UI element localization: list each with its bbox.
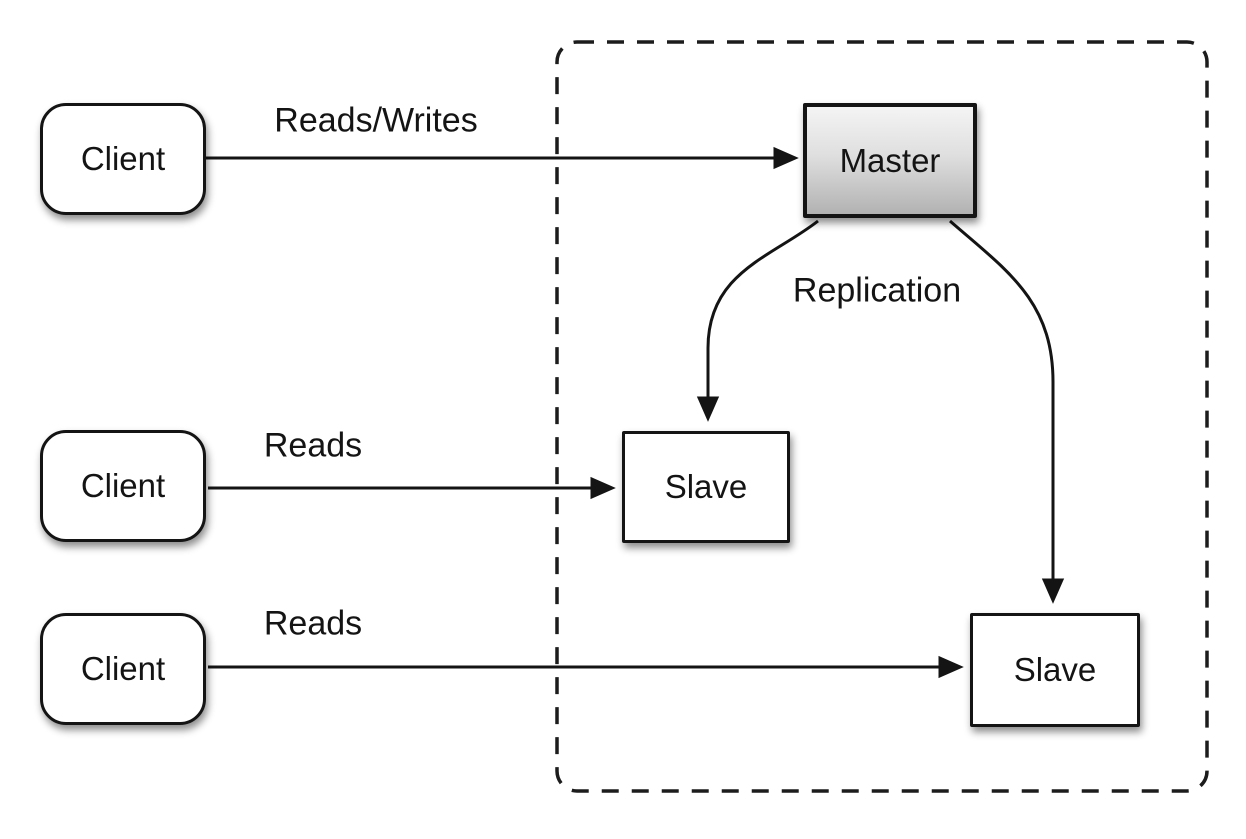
master-node: Master <box>803 103 977 218</box>
replication-edge-label: Replication <box>792 271 962 310</box>
master-node-label: Master <box>839 141 941 179</box>
slave-node-right: Slave <box>970 613 1140 727</box>
reads-writes-edge-label: Reads/Writes <box>274 101 478 140</box>
replication-arrow-left <box>696 219 819 422</box>
slave-node-right-label: Slave <box>1013 651 1097 688</box>
client-node-top: Client <box>40 103 206 215</box>
client-node-bottom-label: Client <box>80 650 166 687</box>
replication-group-dashed-border <box>555 40 1209 793</box>
client-node-bottom: Client <box>40 613 206 725</box>
client-node-middle-label: Client <box>80 467 166 504</box>
slave-node-left: Slave <box>622 431 790 543</box>
client-node-top-label: Client <box>80 140 166 177</box>
slave-node-left-label: Slave <box>664 468 748 505</box>
reads-edge-label-bottom: Reads <box>263 604 363 643</box>
reads-edge-label-middle: Reads <box>263 426 363 465</box>
replication-arrow-right <box>949 219 1065 604</box>
client-node-middle: Client <box>40 430 206 542</box>
